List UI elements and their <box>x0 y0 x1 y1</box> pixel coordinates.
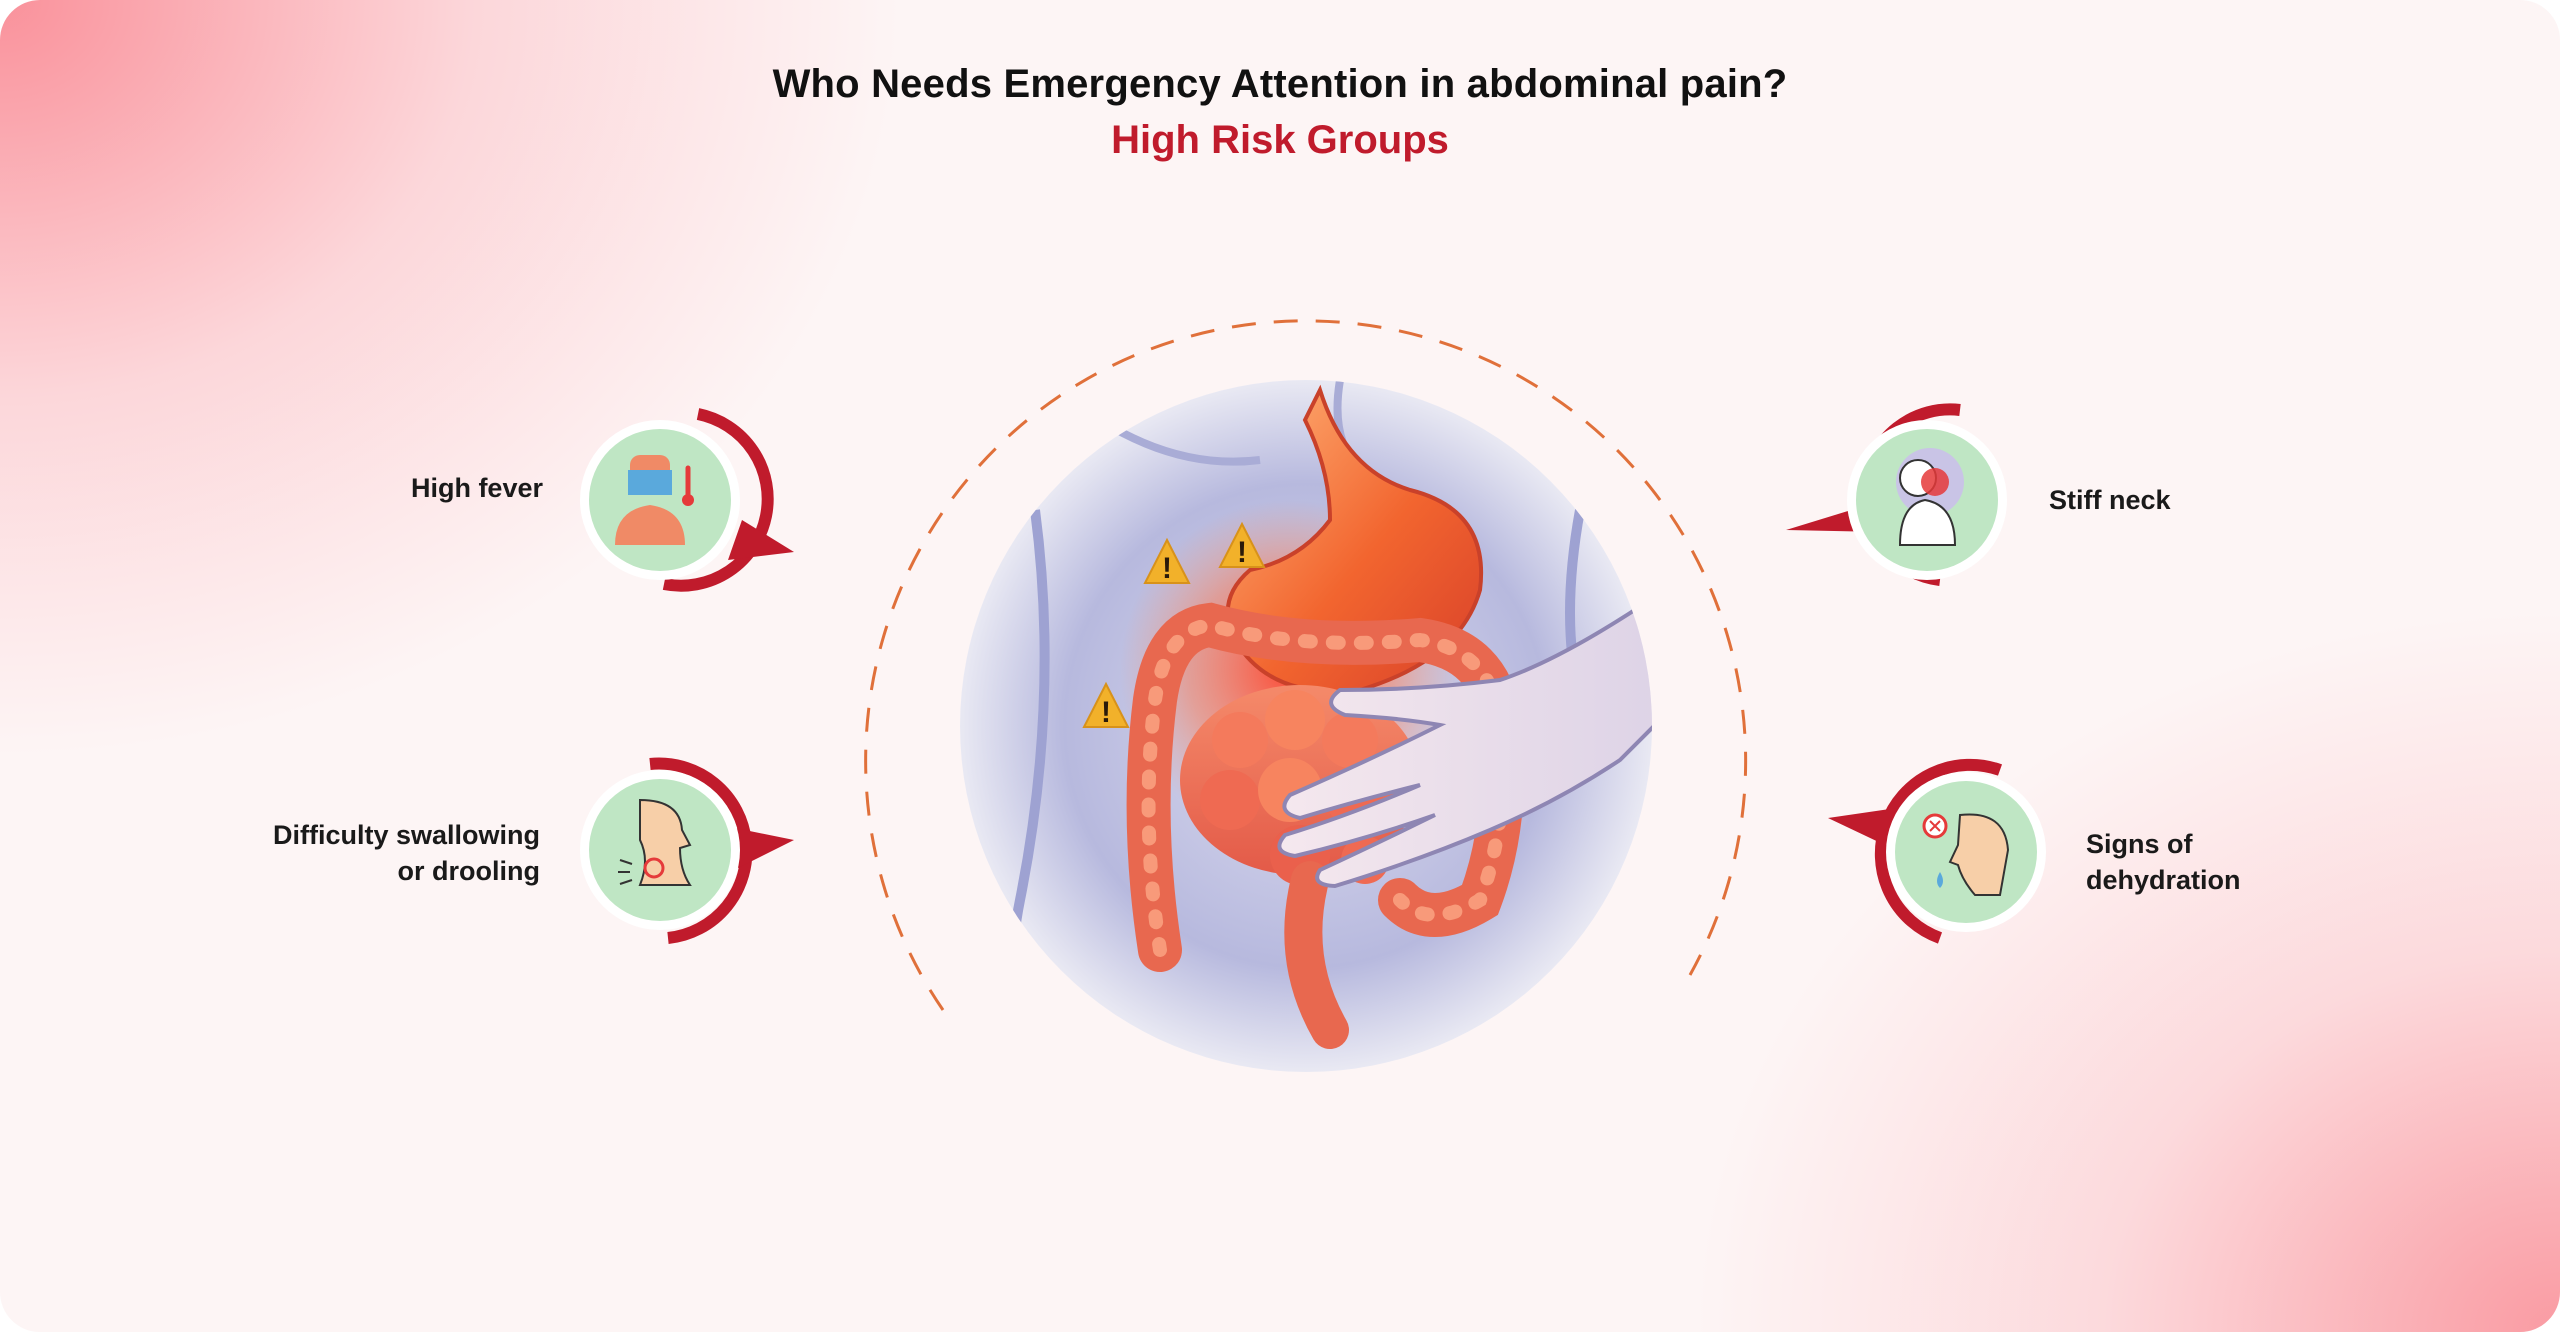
svg-text:!: ! <box>1237 536 1247 569</box>
risk-label-high-fever: High fever <box>410 473 543 503</box>
risk-label-stiff-neck: Stiff neck <box>2049 485 2171 515</box>
hand <box>1277 596 1652 889</box>
svg-text:!: ! <box>1101 696 1111 729</box>
risk-label-line: dehydration <box>2086 865 2241 895</box>
risk-node-difficulty-swallowing <box>580 757 794 944</box>
warning-icon: ! <box>1143 537 1191 585</box>
dashed-ring <box>864 319 1748 1011</box>
throat-pain-icon <box>618 798 692 886</box>
abdomen-illustration: ! ! ! <box>960 380 1652 1072</box>
risk-label-difficulty-swallowing: Difficulty swallowing or drooling <box>230 817 540 889</box>
warning-icon: ! <box>1218 521 1266 569</box>
stiff-neck-icon <box>1896 448 1964 546</box>
page-subtitle: High Risk Groups <box>1111 118 1449 162</box>
risk-label-signs-of-dehydration: Signs of dehydration <box>2086 826 2346 898</box>
risk-node-high-fever <box>580 408 794 592</box>
fever-thermometer-icon <box>615 455 694 545</box>
warning-icon: ! <box>1082 681 1130 729</box>
risk-node-stiff-neck <box>1786 403 2007 586</box>
svg-text:!: ! <box>1162 552 1172 585</box>
risk-label-line: Difficulty swallowing <box>272 820 540 850</box>
page-title: Who Needs Emergency Attention in abdomin… <box>772 62 1788 106</box>
risk-label-line: Signs of <box>2086 829 2193 859</box>
dehydration-icon <box>1922 813 2010 896</box>
risk-label-line: or drooling <box>397 856 540 886</box>
risk-node-signs-of-dehydration <box>1828 758 2046 944</box>
